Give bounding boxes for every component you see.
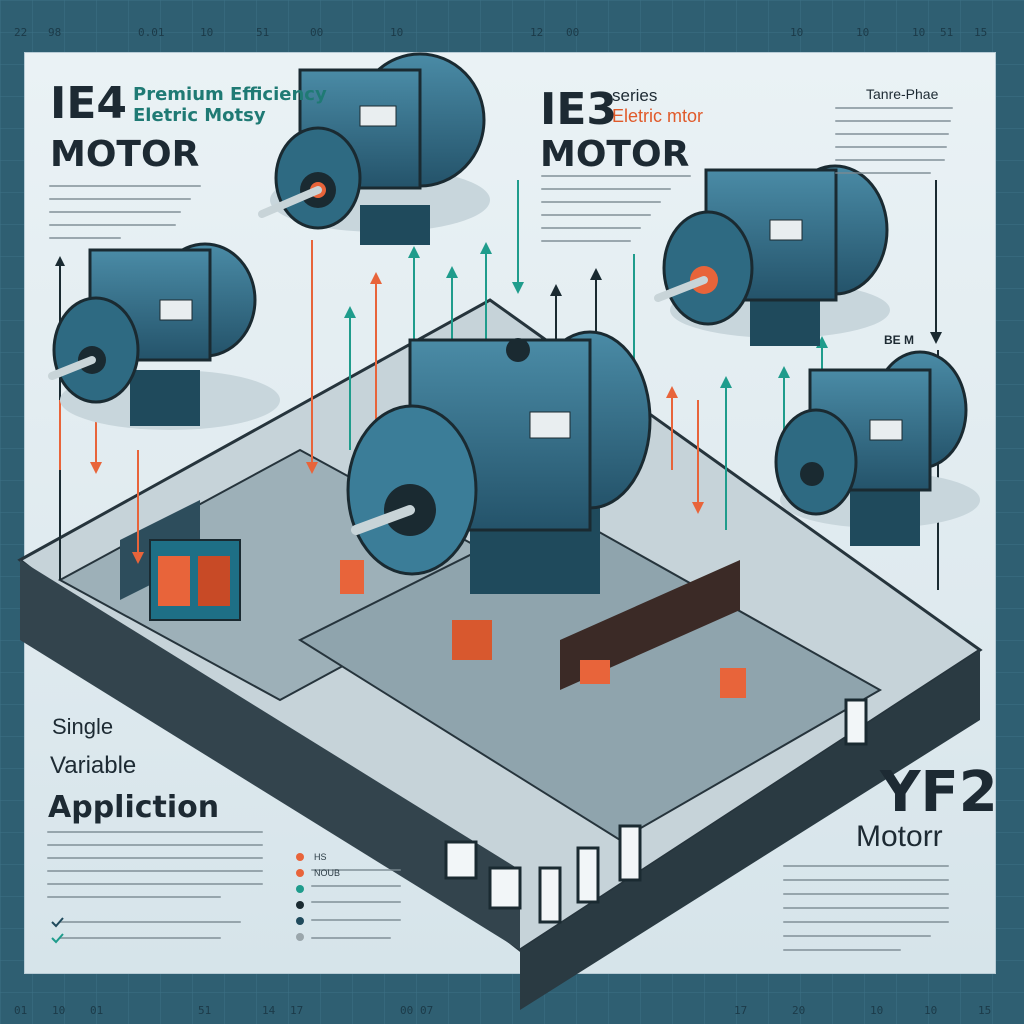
ruler-label: 10 <box>200 26 214 39</box>
ruler-label: 10 <box>790 26 804 39</box>
ie3-motor-illustration <box>654 164 890 346</box>
bottom-ruler: 01 10 01 51 14 17 00 07 17 20 10 10 15 <box>0 1004 1024 1024</box>
ruler-label: 01 <box>14 1004 28 1017</box>
ruler-label: 10 <box>856 26 870 39</box>
ruler-label: 01 <box>90 1004 104 1017</box>
ruler-label: 20 <box>792 1004 806 1017</box>
ruler-label: 07 <box>420 1004 434 1017</box>
ie4-motor-illustration <box>258 52 490 245</box>
ruler-label: 15 <box>978 1004 992 1017</box>
application-line3: Appliction <box>48 790 220 825</box>
top-ruler: 22 98 0.01 10 51 00 10 12 00 10 10 10 51… <box>0 22 1024 44</box>
ruler-label: 10 <box>870 1004 884 1017</box>
ruler-label: 51 <box>256 26 270 39</box>
ruler-label: 10 <box>52 1004 66 1017</box>
application-line1: Single <box>52 714 114 739</box>
application-line2: Variable <box>50 752 137 779</box>
ruler-label: 00 <box>310 26 324 39</box>
ruler-label: 22 <box>14 26 28 39</box>
ie3-code: IE3 <box>540 84 618 135</box>
ie3-motor-label: MOTOR <box>540 134 690 175</box>
yf2-motor-label: Motorr <box>856 820 943 853</box>
ie3-subtitle: Eletric mtor <box>612 106 704 126</box>
legend-item-hs: HS <box>314 852 327 862</box>
ruler-label: 00 <box>566 26 580 39</box>
ie4-motor-label: MOTOR <box>50 134 200 175</box>
ruler-label: 17 <box>290 1004 304 1017</box>
yf2-code: YF2 <box>880 760 998 825</box>
center-motor-illustration <box>346 330 652 594</box>
legend-item-noub: NOUB <box>314 868 341 878</box>
ruler-label: 10 <box>924 1004 938 1017</box>
ruler-label: 12 <box>530 26 544 39</box>
three-phase-label: Tanre-Phae <box>866 86 939 102</box>
ie4-subtitle-line1: Premium Efficiency <box>133 84 327 105</box>
ruler-label: 15 <box>974 26 988 39</box>
motor-left-illustration <box>48 242 280 430</box>
ruler-label: 10 <box>390 26 404 39</box>
ruler-label: 17 <box>734 1004 748 1017</box>
ruler-label: 51 <box>198 1004 212 1017</box>
be-m-label: BE M <box>884 333 914 347</box>
ie4-subtitle-line2: Eletric Motsy <box>133 105 266 126</box>
ruler-label: 51 <box>940 26 954 39</box>
ruler-label: 10 <box>912 26 926 39</box>
ie4-code: IE4 <box>50 78 128 129</box>
ruler-label: 0.01 <box>138 26 165 39</box>
ruler-label: 14 <box>262 1004 276 1017</box>
factory-cutaway <box>17 298 983 1010</box>
ruler-label: 00 <box>400 1004 414 1017</box>
yf2-motor-illustration <box>774 350 980 546</box>
ie3-series-label: series <box>612 86 658 105</box>
ruler-label: 98 <box>48 26 62 39</box>
